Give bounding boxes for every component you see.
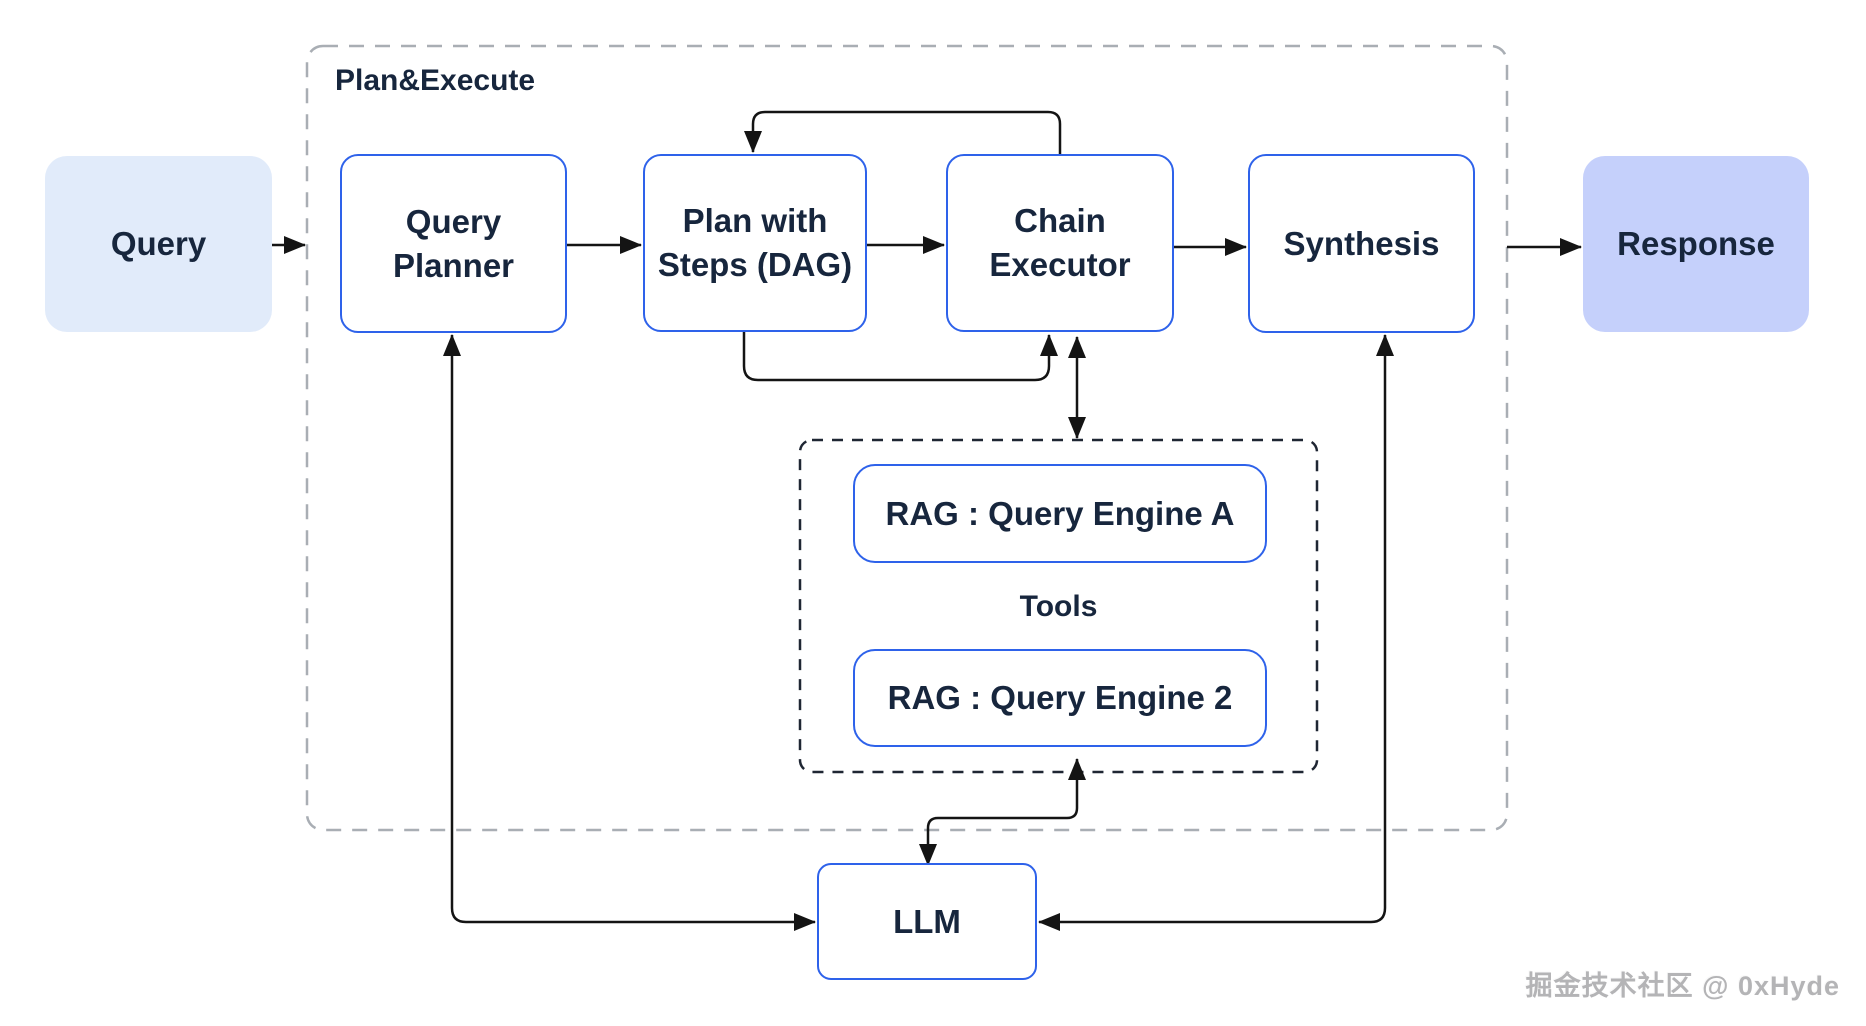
tools-container-label: Tools (1019, 590, 1098, 623)
query-node: Query (45, 156, 272, 332)
watermark-text: 掘金技术社区 @ 0xHyde (1525, 971, 1840, 1001)
synthesis-node-label: Synthesis (1283, 224, 1440, 262)
query-node-label: Query (110, 225, 207, 263)
plan-execute-container-label: Plan&Execute (335, 64, 536, 97)
plan-with-steps-node: Plan with Steps (DAG) (643, 154, 867, 332)
chain-executor-node: Chain Executor (946, 154, 1174, 332)
rag-query-engine-a-label: RAG : Query Engine A (885, 494, 1235, 532)
edge-llm-synthesis (1038, 334, 1394, 931)
edge-plan-bottom-to-executor (742, 332, 1058, 382)
response-node-label: Response (1617, 225, 1775, 263)
plan-execute-dashed-container (305, 44, 1509, 832)
edge-llm-tools (919, 758, 1086, 866)
response-node: Response (1583, 156, 1809, 332)
llm-node: LLM (817, 863, 1037, 980)
rag-query-engine-a-node: RAG : Query Engine A (853, 464, 1267, 563)
rag-query-engine-2-node: RAG : Query Engine 2 (853, 649, 1267, 747)
synthesis-node: Synthesis (1248, 154, 1475, 333)
rag-query-engine-2-label: RAG : Query Engine 2 (887, 679, 1233, 717)
llm-node-label: LLM (893, 902, 961, 940)
chain-executor-node-label: Chain Executor (989, 202, 1131, 283)
edge-executor-replan-loop (744, 110, 1062, 154)
query-planner-node: Query Planner (340, 154, 567, 333)
edge-planner-llm (443, 334, 816, 931)
plan-with-steps-node-label: Plan with Steps (DAG) (657, 202, 853, 283)
query-planner-node-label: Query Planner (392, 202, 515, 284)
